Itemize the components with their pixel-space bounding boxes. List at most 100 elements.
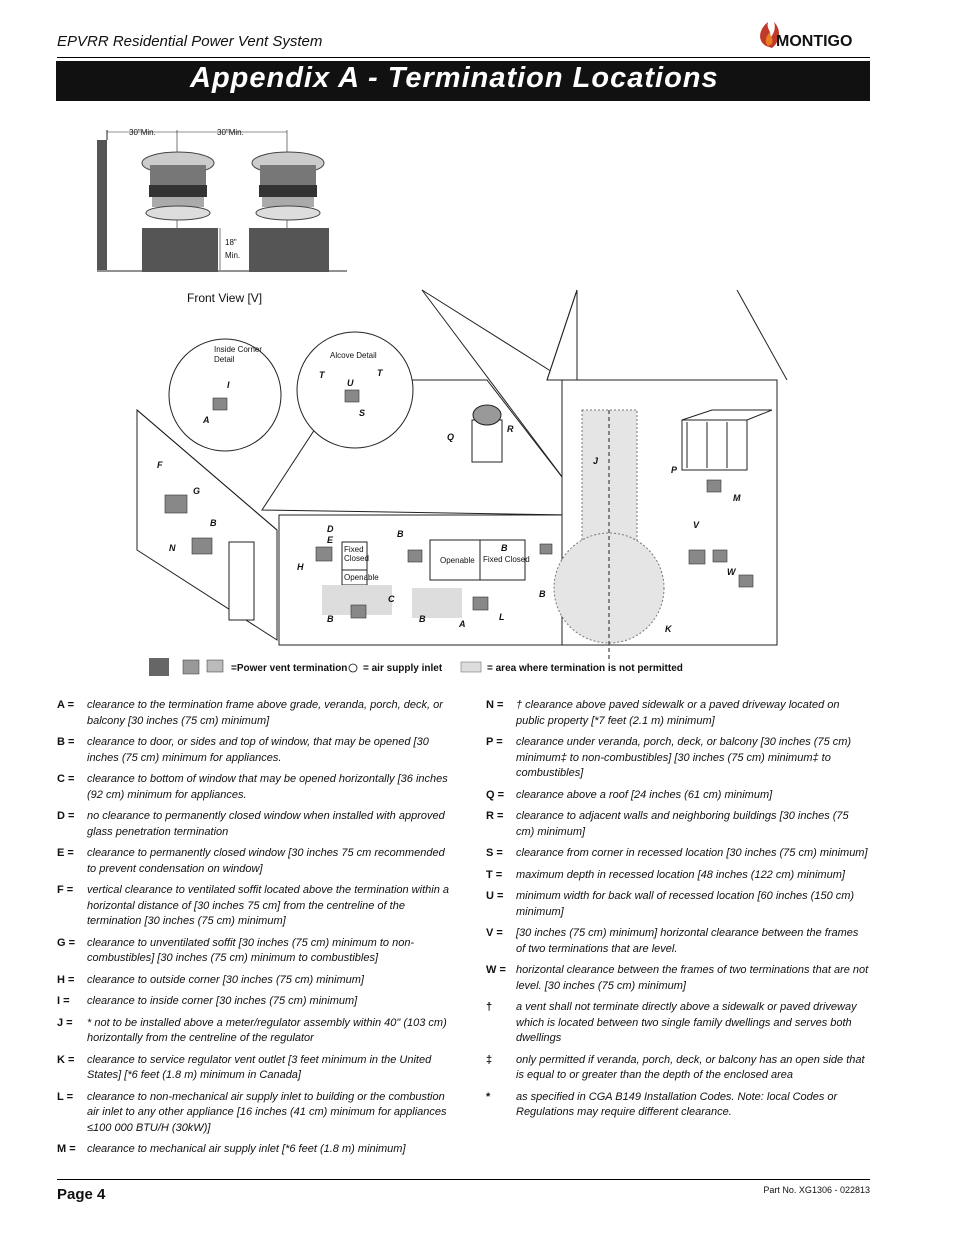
- clearance-text: clearance from corner in recessed locati…: [516, 847, 868, 859]
- clearance-key: S =: [486, 847, 503, 859]
- closed-label: Closed: [344, 554, 369, 563]
- svg-text:F: F: [157, 460, 163, 470]
- clearance-key: R =: [486, 810, 504, 822]
- clearance-row-j: J =* not to be installed above a meter/r…: [57, 1016, 452, 1047]
- clearance-row-l: L =clearance to non-mechanical air suppl…: [57, 1090, 452, 1137]
- footnote-key: ‡: [486, 1053, 493, 1066]
- svg-text:U: U: [347, 378, 354, 388]
- clearance-key: U =: [486, 890, 504, 902]
- svg-text:B: B: [539, 589, 546, 599]
- page-number: Page 4: [57, 1186, 106, 1203]
- clearance-text: clearance to permanently closed window […: [87, 847, 445, 875]
- alcove-detail-label: Alcove Detail: [330, 351, 377, 360]
- footnote-dagger: † a vent shall not terminate directly abo…: [486, 1000, 870, 1047]
- clearance-text: maximum depth in recessed location [48 i…: [516, 868, 845, 881]
- svg-text:M: M: [733, 493, 741, 503]
- fixed-label: Fixed: [344, 545, 364, 554]
- document-title: EPVRR Residential Power Vent System: [57, 33, 323, 50]
- clearance-row-k: K =clearance to service regulator vent o…: [57, 1053, 452, 1084]
- clearance-text: clearance to unventilated soffit [30 inc…: [87, 936, 415, 965]
- clearance-row-u: U = minimum width for back wall of recess…: [486, 889, 870, 920]
- svg-text:I: I: [227, 380, 230, 390]
- clearance-text: minimum width for back wall of recessed …: [516, 890, 855, 918]
- clearance-text: no clearance to permanently closed windo…: [87, 810, 445, 838]
- clearance-text: [30 inches (75 cm) minimum] horizontal c…: [516, 927, 859, 955]
- inside-corner-detail-label: Detail: [214, 355, 235, 364]
- clearance-key: I =: [57, 995, 70, 1007]
- svg-text:N: N: [169, 543, 176, 553]
- clearance-text: clearance to bottom of window that may b…: [87, 773, 448, 801]
- svg-text:B: B: [501, 543, 508, 553]
- header-divider: [57, 57, 870, 58]
- section-title: Appendix A - Termination Locations: [190, 62, 719, 94]
- svg-text:B: B: [327, 614, 334, 624]
- openable-label-left: Openable: [344, 573, 379, 582]
- clearance-text: horizontal clearance between the frames …: [516, 964, 869, 992]
- clearance-row-s: S = clearance from corner in recessed loc…: [486, 846, 870, 862]
- svg-text:A: A: [458, 619, 466, 629]
- clearance-row-f: F =vertical clearance to ventilated soff…: [57, 883, 452, 930]
- clearance-key: G =: [57, 936, 76, 949]
- svg-text:H: H: [297, 562, 304, 572]
- svg-text:T: T: [377, 368, 384, 378]
- diagram-legend: =Power vent termination = air supply inl…: [149, 658, 683, 676]
- dim-18-label: 18": [225, 238, 237, 247]
- clearance-row-b: B =clearance to door, or sides and top o…: [57, 735, 452, 766]
- clearance-text: clearance to the termination frame above…: [87, 699, 443, 727]
- clearance-text: clearance to non-mechanical air supply i…: [87, 1090, 447, 1134]
- openable-label: Openable: [440, 556, 475, 565]
- clearance-row-v: V =[30 inches (75 cm) minimum] horizonta…: [486, 926, 870, 957]
- clearance-key: Q =: [486, 788, 505, 801]
- clearances-left-column: A = clearance to the termination frame ab…: [57, 698, 452, 1164]
- footnote-key: †: [486, 1001, 493, 1013]
- montigo-logo: MONTIGO: [760, 22, 852, 50]
- clearances-right-column: N = † clearance above paved sidewalk or a…: [486, 698, 870, 1127]
- svg-text:MONTIGO: MONTIGO: [776, 33, 852, 50]
- clearance-text: † clearance above paved sidewalk or a pa…: [516, 699, 840, 727]
- fixed-closed-label: Fixed Closed: [483, 555, 530, 564]
- clearance-text: clearance under veranda, porch, deck, or…: [516, 736, 852, 779]
- clearance-text: clearance to outside corner [30 inches (…: [87, 973, 364, 986]
- svg-text:R: R: [507, 424, 514, 434]
- clearance-text: clearance to adjacent walls and neighbor…: [516, 810, 849, 838]
- clearance-row-e: E =clearance to permanently closed windo…: [57, 846, 452, 877]
- clearance-key: T =: [486, 868, 503, 881]
- clearance-key: P =: [486, 736, 503, 748]
- footer-divider: [57, 1179, 870, 1180]
- clearance-text: clearance above a roof [24 inches (61 cm…: [516, 788, 773, 801]
- svg-text:W: W: [727, 567, 737, 577]
- svg-text:T: T: [319, 370, 326, 380]
- svg-text:E: E: [327, 535, 334, 545]
- clearance-text: vertical clearance to ventilated soffit …: [87, 884, 449, 927]
- dim-30-label-b: 30"Min.: [217, 128, 244, 137]
- footnote-text: as specified in CGA B149 Installation Co…: [516, 1090, 838, 1119]
- clearance-key: M =: [57, 1143, 76, 1155]
- clearance-key: N =: [486, 699, 504, 711]
- footnote-text: a vent shall not terminate directly abov…: [516, 1001, 857, 1044]
- clearance-row-n: N = † clearance above paved sidewalk or a…: [486, 698, 870, 729]
- clearance-key: H =: [57, 973, 75, 986]
- dim-18-min-label: Min.: [225, 251, 240, 260]
- clearance-row-t: T = maximum depth in recessed location [4…: [486, 868, 870, 884]
- clearance-key: A =: [57, 699, 75, 711]
- clearance-text: clearance to inside corner [30 inches (7…: [87, 995, 358, 1007]
- inside-corner-label: Inside Corner: [214, 345, 262, 354]
- svg-text:G: G: [193, 486, 200, 496]
- clearance-key: W =: [486, 964, 506, 976]
- clearance-labels: Inside Corner Detail Alcove Detail I A T…: [157, 345, 741, 634]
- front-view-label: Front View [V]: [187, 291, 262, 305]
- clearance-row-d: D = no clearance to permanently closed wi…: [57, 809, 452, 840]
- section-banner: [56, 61, 870, 101]
- clearance-key: D =: [57, 810, 75, 822]
- svg-text:C: C: [388, 594, 395, 604]
- svg-text:V: V: [693, 520, 700, 530]
- clearance-key: J =: [57, 1016, 73, 1029]
- clearance-row-h: H = clearance to outside corner [30 inche…: [57, 973, 452, 989]
- clearance-text: clearance to mechanical air supply inlet…: [87, 1143, 406, 1155]
- legend-vent-label: =Power vent termination: [231, 663, 347, 674]
- clearance-row-i: I = clearance to inside corner [30 inches…: [57, 994, 452, 1010]
- part-number: Part No. XG1306 - 022813: [763, 1185, 870, 1195]
- svg-text:Q: Q: [447, 432, 454, 442]
- front-view-vents: 30"Min. 30"Min. 18" Min. Front View [V]: [97, 128, 347, 305]
- svg-text:S: S: [359, 408, 365, 418]
